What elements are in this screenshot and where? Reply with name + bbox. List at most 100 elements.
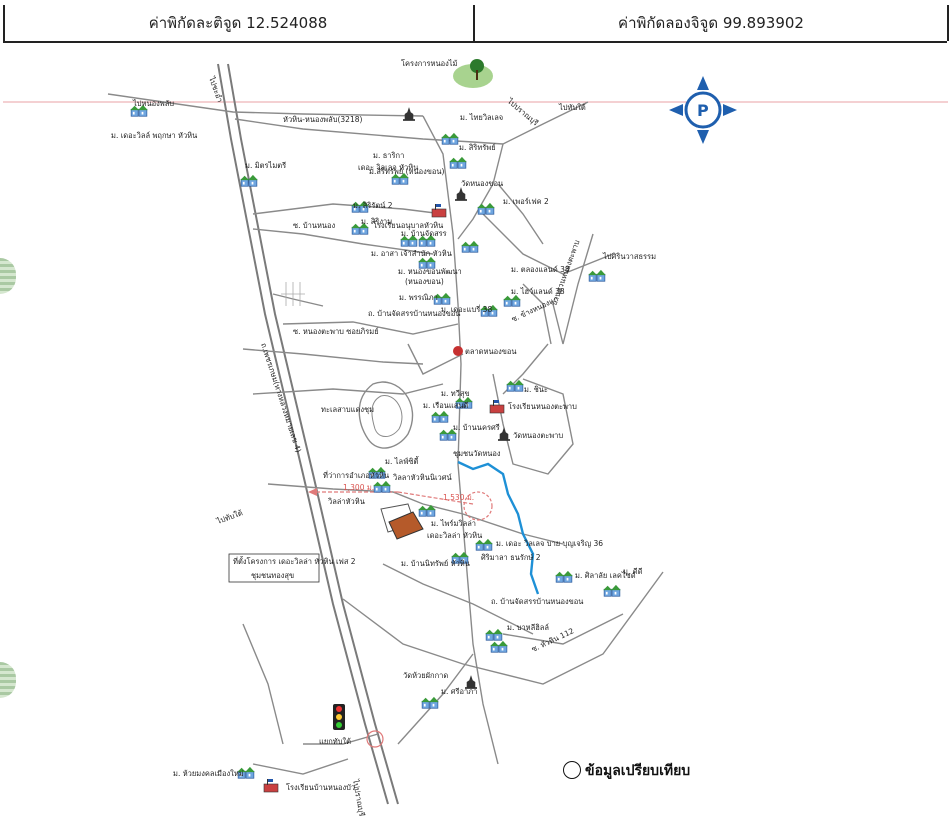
map-label: โครงการหนองไม้	[401, 59, 458, 68]
map-label: ม. เรือนแสนดี	[423, 401, 468, 410]
edge-decoration	[0, 258, 16, 294]
map-label: ม. พรรณิภา	[399, 293, 438, 302]
map-label: ม. อาสา เจ้าสำนัก หัวหิน	[371, 249, 452, 258]
longitude-cell: ค่าพิกัดลองจิจูด 99.893902	[475, 5, 949, 41]
map-label: หัวหิน-หนองพลับ(3218)	[283, 115, 362, 124]
house-cluster-icon	[449, 156, 467, 169]
project-label: ชุมชนทองสุข	[251, 571, 294, 580]
map-label: ม.สิริทรัพย์ (หนองขอน)	[369, 167, 445, 176]
river	[457, 460, 540, 595]
project-site	[380, 503, 424, 540]
distance-label: 1,300 ม.	[343, 483, 374, 492]
school-flag-icon	[263, 779, 279, 793]
map-label: ม. เดอะวิลล์ พฤกษา หัวหิน	[111, 131, 197, 140]
map-label: ถ. บ้านจัดสรรบ้านหนองขอน	[491, 597, 583, 606]
temple-icon	[455, 187, 467, 201]
map-label: ซ. หนองตะพาบ ซอยภิรมย์	[293, 327, 379, 336]
map-label: ศิริมาลา ธนรักษ์ 2	[481, 553, 541, 562]
school-flag-icon	[489, 400, 505, 414]
location-map: P	[3, 44, 948, 820]
house-cluster-icon	[431, 410, 449, 423]
map-label: ม. บ้านจัดสรร	[401, 229, 447, 238]
temple-icon	[498, 427, 510, 441]
map-label: เดอะ วิลเลจ หัวหิน	[358, 163, 418, 172]
map-label: ไปศิรินวาสธรรม	[602, 252, 656, 261]
local-roads	[107, 93, 664, 775]
edge-decoration	[0, 662, 16, 698]
map-label: ม. ธาริกา	[373, 151, 404, 160]
map-label: ม. เดอะ วิลเลจ บาย บุญเจริญ 36	[496, 539, 603, 548]
latitude-cell: ค่าพิกัดละติจูด 12.524088	[3, 5, 475, 41]
map-label: ชุมชนวัดหนอง	[453, 449, 501, 458]
map-canvas: P	[3, 59, 948, 817]
project-label-box	[228, 553, 320, 583]
map-label: วัดห้วยผักกาด	[403, 671, 448, 680]
house-cluster-icon	[588, 269, 606, 282]
map-label: ทะเลสาบแดงชุม	[321, 405, 374, 414]
traffic-light-icon	[333, 704, 345, 730]
house-cluster-icon	[490, 640, 508, 653]
svg-text:P: P	[697, 101, 709, 120]
map-label: ม. บาหลีฮิลล์	[507, 623, 549, 632]
map-label: ม. ไลฟ์ซิตี้	[385, 456, 419, 466]
map-label: ไปหนองพลับ	[132, 99, 174, 108]
map-label: ม. สิริทรัพย์	[459, 143, 496, 152]
map-label: โรงเรียนอนุบาลหัวหิน	[373, 221, 443, 230]
map-label: ม. ไฮว์แลนด์ 38	[511, 287, 565, 296]
map-label: ม. ทวีสุข	[441, 389, 470, 398]
house-cluster-icon	[485, 628, 503, 641]
map-label: ม. หนองขอนพัฒนา	[398, 267, 462, 276]
map-label: ม. ชินะ	[524, 385, 548, 394]
house-cluster-icon	[461, 240, 479, 253]
map-label: ไปปราณบุรี	[351, 778, 367, 817]
map-label: ไปปราณบุรี	[505, 96, 540, 128]
map-label: ม. สิริรัตน์ 2	[353, 201, 393, 210]
map-label: ม. ศิลาลัย เลคไซด์	[575, 571, 636, 580]
house-cluster-icon	[603, 584, 621, 597]
distance-label: 1,530 ม.	[443, 493, 474, 502]
map-label: เดอะวิลล่า หัวหิน	[427, 531, 482, 540]
map-label: ถ. บ้านจัดสรรบ้านหนองขอน	[368, 309, 460, 318]
map-label: ม. ห้วยมงคลเมืองใหม่	[173, 769, 244, 778]
map-label: ม. ไทยวิลเลจ	[460, 113, 503, 122]
block-grid	[281, 282, 305, 306]
house-cluster-icon	[373, 480, 391, 493]
map-label: ม. ตลองแลนด์ 38	[511, 265, 570, 274]
house-cluster-icon	[503, 294, 521, 307]
map-label: แยกทับใต้	[319, 737, 351, 746]
house-cluster-icon	[441, 132, 459, 145]
map-label: ม. ไพร์มวิลล่า	[431, 519, 476, 528]
coordinates-header: ค่าพิกัดละติจูด 12.524088 ค่าพิกัดลองจิจ…	[3, 5, 949, 43]
map-label: ที่ว่าการอำเภอหัวหิน	[323, 470, 389, 480]
map-label: วัดหนองตะพาบ	[513, 431, 563, 440]
school-flag-icon	[431, 204, 447, 218]
map-label: ม. สิริงาม	[361, 217, 392, 226]
map-label: ม. เพอร์เฟค 2	[503, 197, 549, 206]
house-cluster-icon	[555, 570, 573, 583]
temple-icon	[403, 107, 415, 121]
map-label: วัดหนองขอน	[461, 179, 503, 188]
map-label: ไปทับใต้	[558, 103, 586, 112]
house-cluster-icon	[475, 538, 493, 551]
map-label: ถ.เพชรเกษม(ทางหลวงหมายเลข 4)	[259, 342, 303, 454]
highway-4	[217, 63, 399, 805]
legend-circle-icon	[563, 761, 581, 779]
map-label: (หนองขอน)	[405, 277, 444, 286]
map-label: วิลลาหัวหินนิเวศน์	[392, 473, 452, 482]
map-label: วิลล่าหัวหิน	[327, 497, 365, 506]
compass-rose-icon: P	[669, 76, 737, 144]
map-label: ตลาดหนองขอน	[465, 347, 517, 356]
map-label: ม. ดีดี	[623, 567, 643, 576]
map-label: โรงเรียนหนองตะพาบ	[508, 402, 577, 411]
map-label: โรงเรียนบ้านหนองบัว	[286, 783, 355, 792]
map-label: ม. บ้านนิทรัพย์ หัวหิน	[401, 559, 470, 568]
market-icon	[453, 346, 463, 356]
map-label: ม. บ้านนครศรี	[453, 423, 500, 432]
map-label: ม. มิตรไมตรี	[245, 161, 286, 170]
legend-label: ข้อมูลเปรียบเทียบ	[585, 763, 691, 779]
map-label: ม. เดอะแบรี่ 38	[441, 304, 492, 314]
house-cluster-icon	[477, 202, 495, 215]
map-label: ไปทับใต้	[215, 508, 244, 526]
tree-icon	[453, 59, 493, 88]
project-label: ที่ตั้งโครงการ เดอะวิลล่า หัวหิน เฟส 2	[233, 556, 356, 566]
